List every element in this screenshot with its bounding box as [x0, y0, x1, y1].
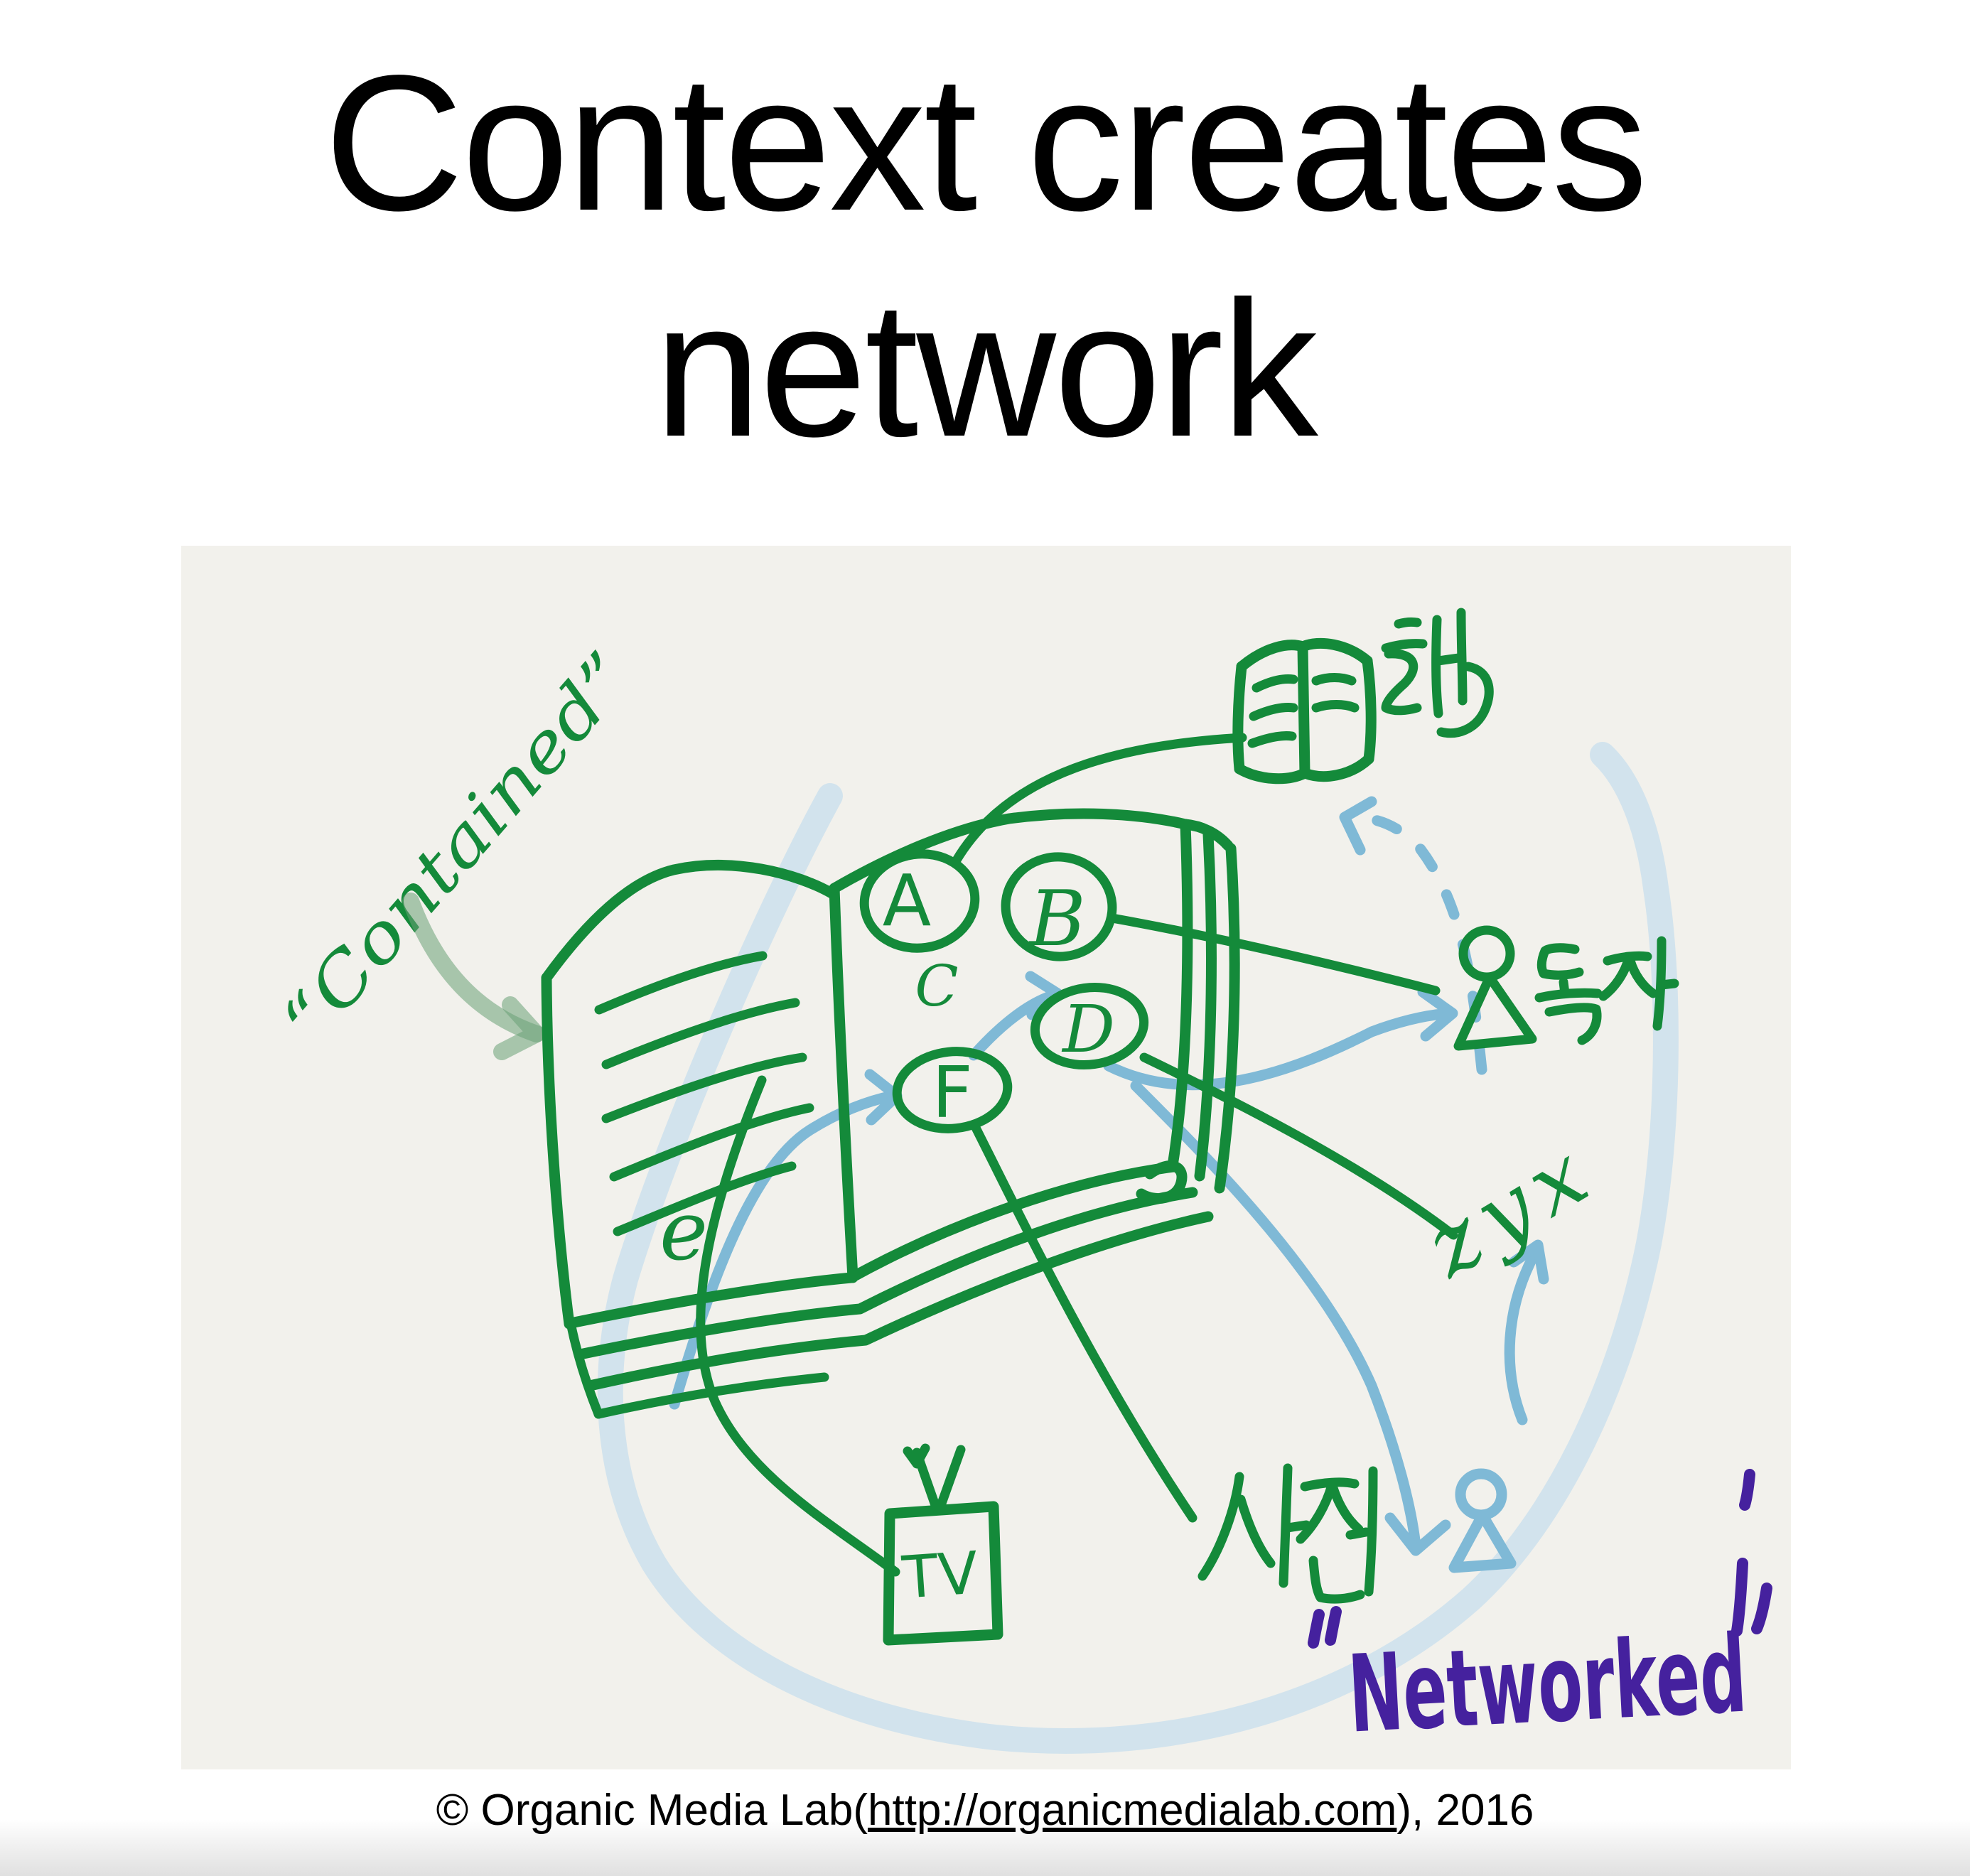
svg-text:zyx: zyx — [1409, 1121, 1613, 1298]
node-f-label: F — [932, 1051, 973, 1134]
arrow-up-to-zyx — [1504, 1242, 1544, 1425]
title-line-1: Context creates — [324, 35, 1648, 251]
blue-person-head — [1455, 1468, 1507, 1521]
node-d: D — [1030, 982, 1149, 1070]
node-b-label: B — [1028, 875, 1085, 964]
node-d-circle — [1030, 982, 1149, 1070]
title-line-2: network — [654, 261, 1318, 478]
node-e-label: e — [660, 1184, 708, 1279]
node-c: C — [915, 953, 958, 1019]
tv-label: TV — [900, 1539, 981, 1612]
book-page-lines — [594, 951, 814, 1236]
content-nodes: A B C D F e — [660, 849, 1149, 1279]
arrow-to-reader — [1103, 1008, 1455, 1091]
reader-figure — [1453, 925, 1537, 1051]
blue-person-body — [1448, 1509, 1517, 1573]
green-edges — [696, 733, 1458, 1577]
reader-body — [1453, 972, 1537, 1051]
networked-close-quote — [1731, 1469, 1772, 1637]
node-e: e — [660, 1184, 708, 1279]
tv-antenna — [903, 1443, 966, 1514]
edge-e-to-tv — [696, 1075, 900, 1577]
label-dictionary-korean — [1197, 1463, 1378, 1604]
arrow-dashed-head — [1339, 796, 1377, 856]
edge-a-to-book-icon — [951, 733, 1247, 866]
arrow-down-to-person-head — [1384, 1512, 1451, 1556]
label-reader-korean — [1534, 936, 1679, 1045]
footer-link[interactable]: http://organicmedialab.com — [867, 1786, 1397, 1835]
node-a-circle — [859, 849, 980, 953]
networked-label: Networked — [1345, 1613, 1749, 1757]
edge-d-to-zyx — [1139, 1052, 1458, 1240]
node-c-label: C — [915, 953, 958, 1019]
bottom-gradient — [0, 1819, 1970, 1876]
node-a: A — [859, 849, 980, 953]
contained-label: “Contained” — [267, 638, 648, 1060]
contained-annotation: “Contained” — [267, 638, 648, 1060]
label-book-korean — [1381, 608, 1494, 738]
node-f-circle — [892, 1047, 1013, 1133]
node-b: B — [1001, 852, 1117, 964]
arrow-e-to-f-head — [864, 1069, 903, 1126]
zyx-label: zyx — [1409, 1121, 1613, 1298]
tv-icon: TV — [883, 1443, 1003, 1646]
blue-person-figure — [1448, 1468, 1517, 1573]
arrow-up-to-zyx-head — [1508, 1239, 1549, 1285]
networked-open-quote — [1308, 1606, 1342, 1649]
footer-credit: © Organic Media Lab(http://organicmedial… — [0, 1785, 1970, 1835]
footer-suffix: ), 2016 — [1396, 1786, 1534, 1835]
arrow-to-reader-head — [1417, 986, 1458, 1042]
book-icon — [1232, 637, 1377, 785]
node-d-label: D — [1061, 991, 1115, 1067]
network-boundary-highlight — [597, 742, 1679, 1754]
node-b-circle — [1001, 852, 1117, 961]
edge-f-to-dictionary — [970, 1121, 1197, 1523]
contained-arrow-head — [493, 996, 545, 1060]
slide-title: Context creates network — [0, 30, 1970, 482]
tv-box — [883, 1501, 1003, 1646]
node-a-label: A — [883, 859, 931, 942]
footer-prefix: © Organic Media Lab( — [436, 1786, 868, 1835]
node-f: F — [892, 1047, 1013, 1134]
contained-arrow — [402, 893, 545, 1042]
edge-b-to-reader — [1107, 913, 1441, 996]
networked-annotation: Networked — [1308, 1469, 1772, 1757]
